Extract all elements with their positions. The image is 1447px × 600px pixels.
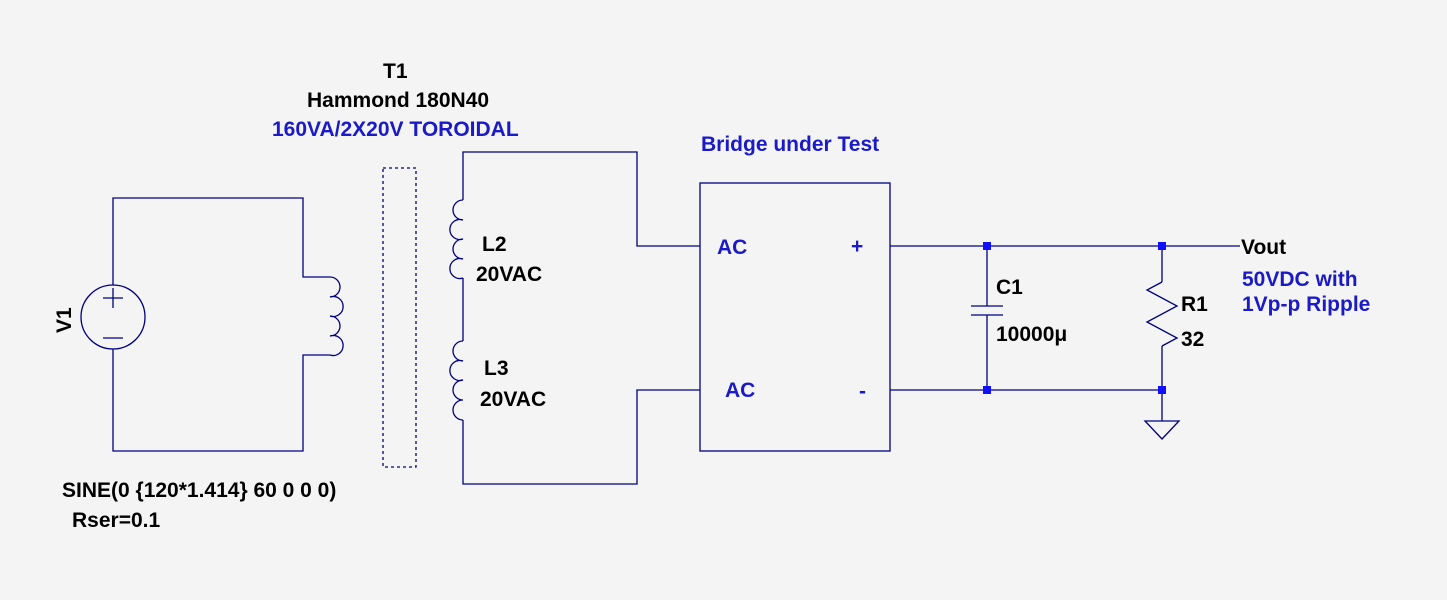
junction-dot — [1158, 242, 1166, 250]
bridge-box[interactable] — [699, 182, 891, 452]
transformer-core — [382, 167, 417, 468]
output-net-label: Vout — [1241, 236, 1287, 259]
transformer-model: Hammond 180N40 — [307, 89, 490, 112]
transformer-desc: 160VA/2X20V TOROIDAL — [272, 118, 519, 141]
inductor-l2[interactable] — [449, 199, 464, 280]
source-rser: Rser=0.1 — [72, 509, 161, 532]
bridge-title: Bridge under Test — [701, 133, 880, 156]
source-function: SINE(0 {120*1.414} 60 0 0 0) — [62, 479, 337, 502]
bridge-ac-top: AC — [717, 236, 748, 259]
voltage-source-v1[interactable] — [80, 284, 146, 350]
junction-dot — [983, 242, 991, 250]
inductor-l3[interactable] — [449, 340, 464, 421]
inductor-l2-value: 20VAC — [476, 263, 543, 286]
bridge-plus: + — [851, 235, 864, 258]
ground-symbol — [1143, 420, 1181, 440]
output-note-line2: 1Vp-p Ripple — [1242, 293, 1371, 316]
capacitor-ref: C1 — [996, 276, 1023, 299]
primary-inductor[interactable] — [329, 276, 344, 357]
inductor-l2-ref: L2 — [482, 233, 507, 256]
primary-wire — [112, 197, 330, 285]
inductor-l3-ref: L3 — [484, 357, 509, 380]
junction-dot — [1158, 386, 1166, 394]
inductor-l3-value: 20VAC — [480, 388, 547, 411]
junction-dot — [983, 386, 991, 394]
source-ref: V1 — [53, 307, 76, 333]
resistor-r1[interactable] — [1145, 281, 1179, 347]
secondary-top-wire — [462, 151, 700, 247]
capacitor-value: 10000μ — [996, 323, 1068, 346]
primary-wire-return — [112, 349, 330, 452]
output-note-line1: 50VDC with — [1242, 268, 1358, 291]
resistor-value: 32 — [1181, 328, 1205, 351]
transformer-ref: T1 — [383, 60, 408, 83]
bridge-minus: - — [859, 380, 866, 403]
bridge-ac-bottom: AC — [725, 379, 756, 402]
resistor-ref: R1 — [1181, 293, 1208, 316]
secondary-bottom-wire — [462, 389, 700, 485]
